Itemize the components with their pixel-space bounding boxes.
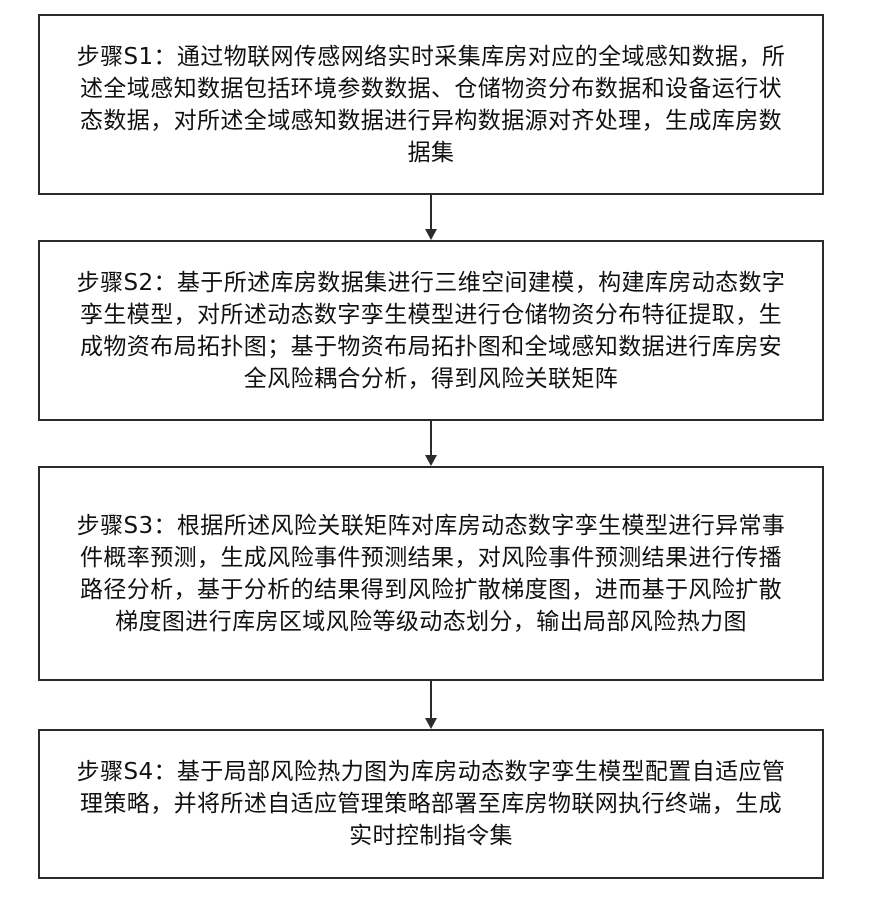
arrow-shaft xyxy=(430,681,432,719)
arrow-s2-to-s3 xyxy=(425,421,437,466)
arrow-head xyxy=(425,455,437,466)
step-s2-text: 步骤S2：基于所述库房数据集进行三维空间建模，构建库房动态数字孪生模型，对所述动… xyxy=(74,267,788,395)
arrow-shaft xyxy=(430,195,432,230)
step-s1-box: 步骤S1：通过物联网传感网络实时采集库房对应的全域感知数据，所述全域感知数据包括… xyxy=(38,14,824,195)
arrow-head xyxy=(425,718,437,729)
step-s1-text: 步骤S1：通过物联网传感网络实时采集库房对应的全域感知数据，所述全域感知数据包括… xyxy=(74,41,788,169)
step-s3-box: 步骤S3：根据所述风险关联矩阵对库房动态数字孪生模型进行异常事件概率预测，生成风… xyxy=(38,466,824,681)
arrow-s1-to-s2 xyxy=(425,195,437,240)
arrow-s3-to-s4 xyxy=(425,681,437,729)
step-s3-text: 步骤S3：根据所述风险关联矩阵对库房动态数字孪生模型进行异常事件概率预测，生成风… xyxy=(74,510,788,638)
arrow-head xyxy=(425,229,437,240)
step-s4-text: 步骤S4：基于局部风险热力图为库房动态数字孪生模型配置自适应管理策略，并将所述自… xyxy=(74,756,788,852)
step-s4-box: 步骤S4：基于局部风险热力图为库房动态数字孪生模型配置自适应管理策略，并将所述自… xyxy=(38,729,824,879)
arrow-shaft xyxy=(430,421,432,456)
step-s2-box: 步骤S2：基于所述库房数据集进行三维空间建模，构建库房动态数字孪生模型，对所述动… xyxy=(38,240,824,421)
